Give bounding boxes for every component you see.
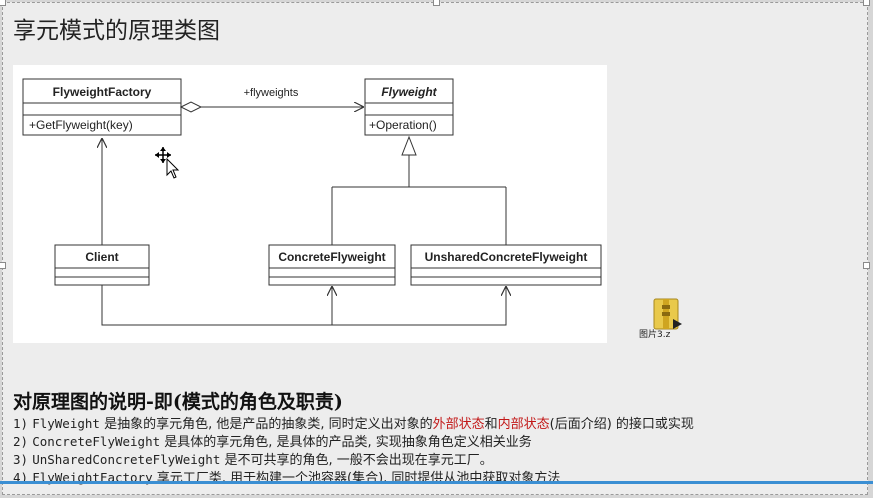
uml-svg: FlyweightFactory +GetFlyweight(key) Flyw… [22,78,602,326]
client-class-name: Client [85,250,118,264]
generalization-connector [331,135,507,245]
class-box-flyweight-factory[interactable]: FlyweightFactory +GetFlyweight(key) [22,78,182,136]
external-state-text: 外部状态 [432,417,485,432]
list-item: 4) FlyWeightFactory 享元工厂类, 用于构建一个池容器(集合)… [13,470,561,486]
explanation-list: 1) FlyWeight 是抽象的享元角色, 他是产品的抽象类, 同时定义出对象… [13,415,694,487]
uml-class-diagram[interactable]: FlyweightFactory +GetFlyweight(key) Flyw… [13,65,607,343]
concrete-class-name: ConcreteFlyweight [278,250,385,264]
explanation-heading: 对原理图的说明-即(模式的角色及职责) [13,391,343,413]
resize-handle-right[interactable] [863,262,870,269]
association-label: +flyweights [244,87,299,99]
resize-handle-top[interactable] [433,0,440,6]
aggregation-connector: +flyweights [179,87,363,113]
flyweight-class-name: Flyweight [381,85,437,99]
internal-state-text: 内部状态 [497,417,550,432]
class-box-concrete-flyweight[interactable]: ConcreteFlyweight [268,244,396,286]
term-unshared-flyweight: UnSharedConcreteFlyWeight [32,452,221,467]
factory-class-name: FlyweightFactory [53,85,152,99]
bottom-scroll-indicator [0,481,873,484]
resize-handle-top-right[interactable] [863,0,870,6]
factory-method: +GetFlyweight(key) [29,118,133,132]
term-concrete-flyweight: ConcreteFlyWeight [32,434,161,449]
class-box-client[interactable]: Client [54,244,150,286]
flyweight-method: +Operation() [369,118,437,132]
list-item: 2) ConcreteFlyWeight 是具体的享元角色, 是具体的产品类, … [13,434,532,450]
term-flyweight: FlyWeight [32,416,100,431]
file-label[interactable]: 图片3.z [639,330,671,340]
resize-handle-left[interactable] [0,262,6,269]
archive-file-icon[interactable] [646,293,686,333]
class-box-unshared-flyweight[interactable]: UnsharedConcreteFlyweight [410,244,602,286]
list-item: 1) FlyWeight 是抽象的享元角色, 他是产品的抽象类, 同时定义出对象… [13,416,694,432]
list-item: 3) UnSharedConcreteFlyWeight 是不可共享的角色, 一… [13,452,493,468]
move-cursor-icon [155,147,180,179]
slide-title: 享元模式的原理类图 [13,18,220,44]
client-concrete-connector [101,285,506,326]
resize-handle-top-left[interactable] [0,0,6,6]
class-box-flyweight[interactable]: Flyweight +Operation() [364,78,454,136]
unshared-class-name: UnsharedConcreteFlyweight [425,250,588,264]
